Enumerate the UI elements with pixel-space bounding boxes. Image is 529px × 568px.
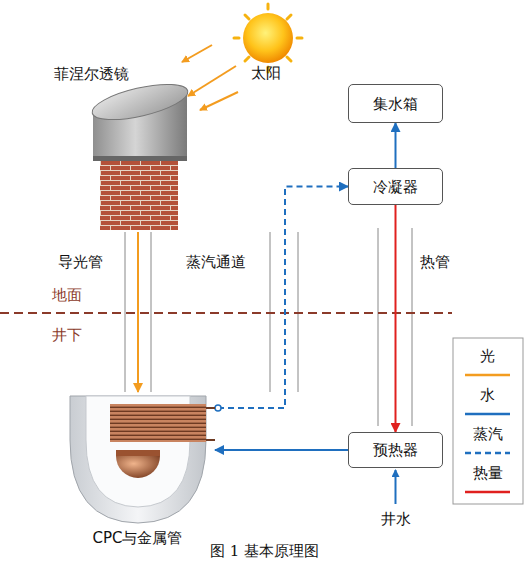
steam-line — [215, 187, 348, 412]
annotation-label: 蒸汽通道 — [186, 253, 246, 271]
steam-line — [218, 187, 348, 409]
water-arrow — [215, 450, 348, 451]
light-pipe — [125, 232, 151, 392]
water-arrow — [395, 123, 397, 168]
collector-node: CPC与金属管 — [60, 392, 215, 547]
heat-arrow — [395, 205, 397, 432]
metal-coil — [110, 404, 206, 442]
fresnel-chimney — [48, 62, 198, 232]
process-box: 预热器 — [348, 432, 443, 468]
sun — [234, 4, 302, 72]
node-label: 预热器 — [373, 441, 418, 459]
steam-outlet — [215, 405, 221, 411]
water-arrow — [395, 123, 396, 168]
light-arrow — [138, 232, 139, 392]
lens-node: 菲涅尔透镜 — [48, 62, 198, 232]
annotation-label: 井下 — [52, 326, 82, 344]
legend-text: 水 — [480, 386, 495, 404]
legend — [453, 338, 523, 504]
legend-text: 热量 — [473, 464, 503, 482]
cpc-outer — [70, 396, 206, 523]
annotation-label: 太阳 — [251, 64, 281, 82]
steam-channel — [270, 232, 298, 392]
annotation-label: 热管 — [420, 253, 450, 271]
brick-base — [100, 158, 178, 230]
legend-text: 蒸汽 — [473, 425, 503, 443]
heat-pipe — [378, 228, 412, 426]
cpc-collector — [60, 392, 215, 547]
well-water-arrow — [395, 470, 397, 504]
node-label: 冷凝器 — [373, 178, 418, 196]
fresnel-lens — [89, 77, 191, 126]
metal-tube — [116, 456, 160, 478]
node-label: CPC与金属管 — [60, 529, 215, 547]
ground-line — [0, 312, 452, 314]
legend-text: 光 — [480, 347, 495, 365]
process-box: 集水箱 — [348, 84, 443, 123]
figure-caption: 图 1 基本原理图 — [210, 542, 319, 561]
sun-rays — [182, 45, 238, 110]
node-label: 菲涅尔透镜 — [54, 65, 129, 83]
light-arrow — [137, 232, 139, 392]
annotation-label: 地面 — [52, 286, 82, 304]
heat-arrow — [395, 205, 396, 432]
annotation-label: 井水 — [381, 510, 411, 528]
node-label: 集水箱 — [373, 95, 418, 113]
water-arrow — [215, 449, 348, 451]
process-box: 冷凝器 — [348, 168, 443, 205]
annotation-label: 导光管 — [58, 253, 103, 271]
